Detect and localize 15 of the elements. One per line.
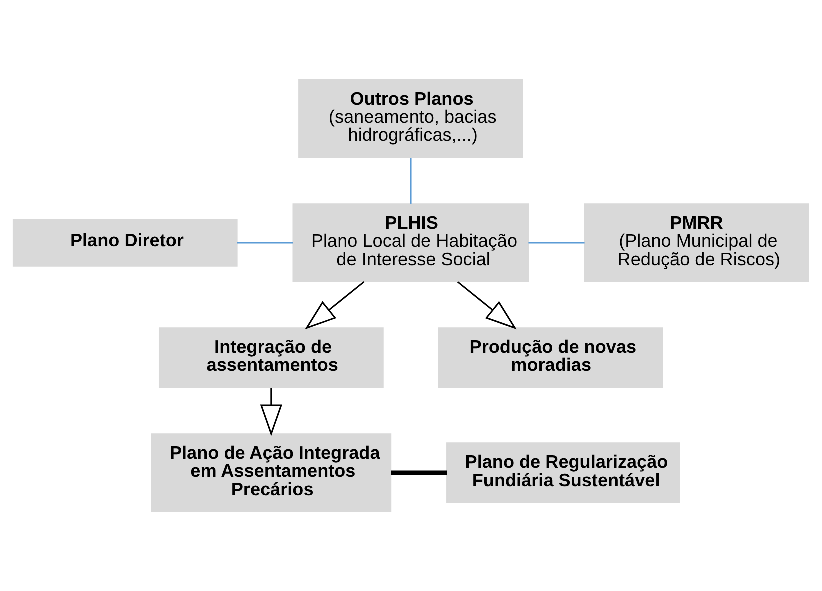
connector (238, 242, 294, 244)
node-box: Outros Planos (saneamento, bacias hidrográficas,...) (298, 79, 524, 158)
node-box: PLHIS Plano Local de Habitação de Interesse Social (292, 203, 530, 282)
arrow (305, 280, 365, 330)
arrow (260, 388, 282, 436)
connector (391, 470, 448, 475)
arrow (457, 280, 517, 330)
node-box: Integração de assentamentos (158, 327, 384, 388)
connector (410, 158, 412, 204)
node-box: Produção de novas moradias (438, 327, 664, 388)
node-box: Plano de Ação Integrada em Assentamentos Precários (151, 433, 392, 512)
connector (528, 242, 585, 244)
node-box: Plano Diretor (12, 218, 238, 266)
node-box: PMRR (Plano Municipal de Redução de Riscos) (584, 203, 810, 282)
node-box: Plano de Regularização Fundiária Sustentável (446, 442, 680, 503)
